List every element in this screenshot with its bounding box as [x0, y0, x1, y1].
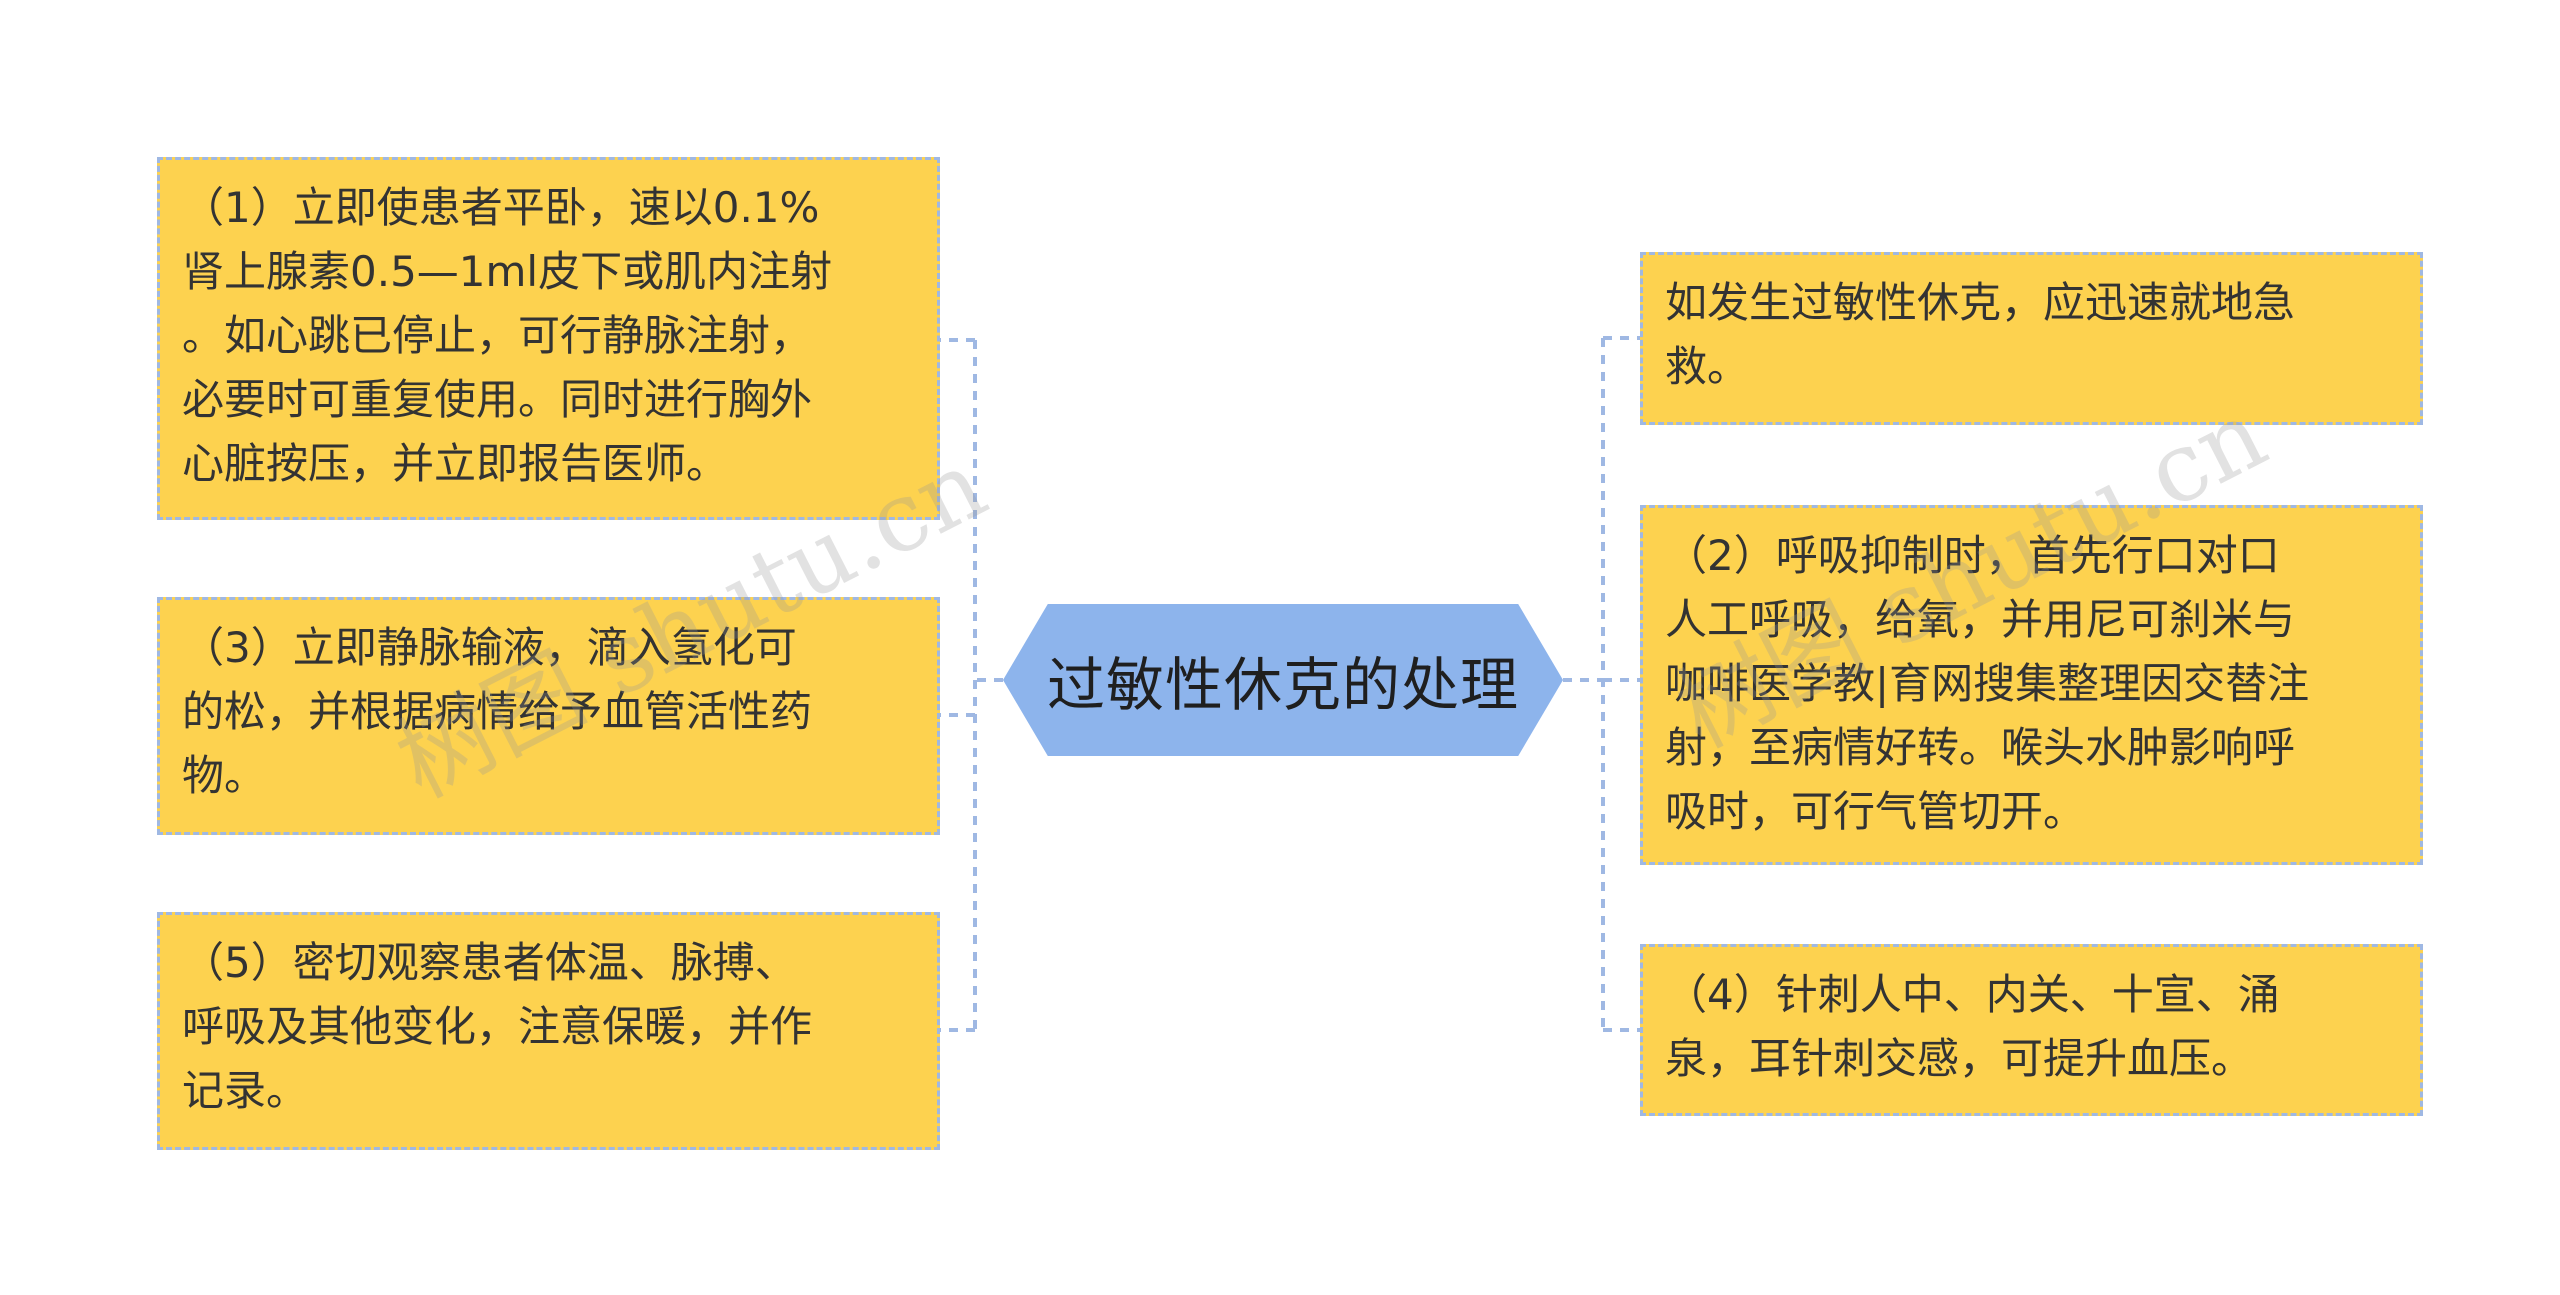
topic-node-left-3[interactable]: （5）密切观察患者体温、脉搏、 呼吸及其他变化，注意保暖，并作 记录。	[157, 912, 940, 1150]
topic-node-right-2[interactable]: （2）呼吸抑制时，首先行口对口 人工呼吸，给氧，并用尼可刹米与 咖啡医学教|育网…	[1640, 505, 2423, 865]
central-topic-label: 过敏性休克的处理	[1046, 651, 1519, 719]
topic-node-right-1[interactable]: 如发生过敏性休克，应迅速就地急 救。	[1640, 252, 2423, 425]
topic-node-right-3[interactable]: （4）针刺人中、内关、十宣、涌 泉，耳针刺交感，可提升血压。	[1640, 944, 2423, 1116]
topic-node-left-2[interactable]: （3）立即静脉输液，滴入氢化可 的松，并根据病情给予血管活性药 物。	[157, 597, 940, 835]
topic-node-left-1[interactable]: （1）立即使患者平卧，速以0.1% 肾上腺素0.5—1ml皮下或肌内注射 。如心…	[157, 157, 940, 520]
central-topic[interactable]: 过敏性休克的处理	[1003, 604, 1563, 756]
